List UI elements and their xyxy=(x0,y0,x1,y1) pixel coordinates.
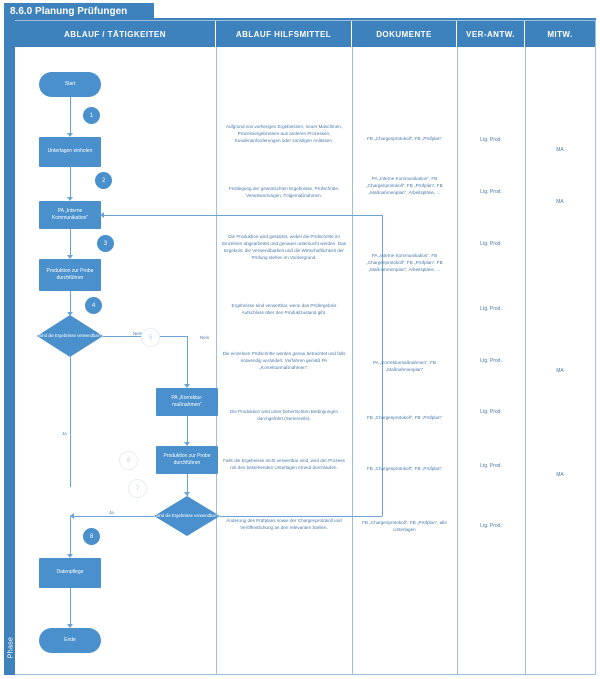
hilfsmittel-text-3: Die Produktion wird gestartet, wobei die… xyxy=(222,234,346,261)
step-badge-2: 2 xyxy=(95,172,112,189)
column-header-row: ABLAUF / TÄTIGKEITEN ABLAUF HILFSMITTEL … xyxy=(15,21,595,47)
flow-node-end[interactable]: Ende xyxy=(39,628,101,653)
edge-n3-to-n4 xyxy=(70,291,71,315)
verantw-text-5: Ltg. Prod. xyxy=(480,358,502,364)
edge-label-n7-yes: Ja xyxy=(109,510,114,515)
column-divider-2 xyxy=(352,47,353,674)
edge-loop-back xyxy=(102,215,382,216)
dokumente-text-3: PA „Interne Kommunikation“, FB „Chargenp… xyxy=(366,253,443,273)
edge-n8-to-end xyxy=(70,588,71,627)
verantw-text-4: Ltg. Prod. xyxy=(480,306,502,312)
column-header-verantw: VER-ANTW. xyxy=(457,21,525,47)
arrow-n3-to-n4 xyxy=(67,312,73,316)
hilfsmittel-text-2: Festlegung der gewünschten Ergebnisse, P… xyxy=(228,186,340,199)
dokumente-text-8: FB „Chargenprotokoll“, FB „Prüfplan“, al… xyxy=(362,520,447,533)
flow-node-decision-1[interactable]: Sind die Ergebnisse verwendbar? xyxy=(37,315,103,357)
dokumente-text-1: FB „Chargenprotokoll“, FB „Prüfplan“ xyxy=(366,136,443,141)
arrow-start-to-n1 xyxy=(67,133,73,137)
verantw-text-2: Ltg. Prod. xyxy=(480,189,502,195)
verantw-text-7: Ltg. Prod. xyxy=(480,463,502,469)
step-badge-8: 8 xyxy=(83,528,100,545)
page-title: 8.6.0 Planung Prüfungen xyxy=(4,3,154,19)
edge-n5-to-n6 xyxy=(187,416,188,444)
edge-n4-no-down xyxy=(187,336,188,386)
edge-n7-yes xyxy=(73,516,154,517)
column-divider-4 xyxy=(525,47,526,674)
diagram-body: Start 1 Unterlagen einholen 2 PA „Intern… xyxy=(15,47,595,674)
dokumente-text-7: FB „Chargenprotokoll“, FB „Prüfplan“ xyxy=(366,466,443,471)
column-header-hilfsmittel: ABLAUF HILFSMITTEL xyxy=(216,21,352,47)
hilfsmittel-text-4: Ergebnisse sind verwertbar, wenn das Prü… xyxy=(231,303,337,316)
flow-node-unterlagen-einholen[interactable]: Unterlagen einholen xyxy=(39,137,101,167)
edge-label-loop-no: Nein xyxy=(200,335,210,340)
arrow-n7-yes xyxy=(70,513,74,519)
decision-label-1: Sind die Ergebnisse verwendbar? xyxy=(38,333,102,339)
edge-n1-to-n2 xyxy=(70,167,71,199)
hilfsmittel-text-5: Die einzelnen Prüfschritte werden genau … xyxy=(222,351,346,371)
flow-node-produktion-probe-1[interactable]: Produktion zur Probe durchführen xyxy=(39,259,101,291)
mitw-text-5: MA xyxy=(556,368,564,374)
arrow-n6-to-n7 xyxy=(184,492,190,496)
step-badge-5: 5 xyxy=(141,328,160,347)
dokumente-text-6: FB „Chargenprotokoll“, FB „Prüfplan“ xyxy=(366,415,443,420)
phase-band: Phase xyxy=(4,20,15,675)
hilfsmittel-text-7: Falls die Ergebnisse nicht verwertbar si… xyxy=(223,458,345,471)
edge-to-n8 xyxy=(70,516,71,557)
step-badge-4: 4 xyxy=(85,297,102,314)
step-badge-7: 7 xyxy=(128,479,147,498)
arrow-n1-to-n2 xyxy=(67,197,73,201)
dokumente-text-5: PA „Korrekturmaß­nahmen“, FB „Maßnahmenp… xyxy=(373,360,436,373)
edge-n7-no-up xyxy=(382,215,383,516)
edge-start-to-n1 xyxy=(70,97,71,135)
mitw-text-2: MA xyxy=(556,199,564,205)
flow-node-pa-interne-kommunikation[interactable]: PA „Interne Kommunikation“ xyxy=(39,201,101,229)
edge-n4-yes xyxy=(70,357,71,487)
edge-n7-no xyxy=(220,516,382,517)
flow-node-decision-2[interactable]: Sind die Ergebnisse verwendbar? xyxy=(154,496,220,536)
edge-n6-to-n7 xyxy=(187,474,188,496)
column-divider-3 xyxy=(457,47,458,674)
arrow-n2-to-n3 xyxy=(67,255,73,259)
column-header-ablauf: ABLAUF / TÄTIGKEITEN xyxy=(15,21,216,47)
hilfsmittel-text-6: Die Produktion wird unter beherrschten B… xyxy=(229,409,339,422)
flow-node-pa-korrekturmassnahmen[interactable]: PA „Korrektur­maßnahmen“ xyxy=(156,388,218,416)
step-badge-6: 6 xyxy=(119,451,138,470)
verantw-text-6: Ltg. Prod. xyxy=(480,409,502,415)
verantw-text-8: Ltg. Prod. xyxy=(480,523,502,529)
verantw-text-1: Ltg. Prod. xyxy=(480,137,502,143)
edge-label-n4-no: Nein xyxy=(133,331,143,336)
flow-node-datenpflege[interactable]: Datenpflege xyxy=(39,558,101,588)
hilfsmittel-text-1: Aufgrund von vorherigen Ergebnissen, neu… xyxy=(225,124,343,144)
arrow-to-n8 xyxy=(67,554,73,558)
edge-label-n4-yes: Ja xyxy=(62,431,67,436)
arrow-n5-to-n6 xyxy=(184,442,190,446)
column-header-dokumente: DOKUMENTE xyxy=(352,21,457,47)
diagram-frame xyxy=(4,20,596,675)
arrow-loop-back xyxy=(100,212,104,218)
flow-node-produktion-probe-2[interactable]: Produktion zur Probe durchführen xyxy=(156,446,218,474)
edge-n2-to-n3 xyxy=(70,229,71,257)
dokumente-text-2: PA „Interne Kommunikation“, FB „Chargenp… xyxy=(366,176,443,196)
decision-label-2: Sind die Ergebnisse verwendbar? xyxy=(155,513,219,519)
step-badge-1: 1 xyxy=(83,107,100,124)
flow-node-start[interactable]: Start xyxy=(39,72,101,97)
column-divider-1 xyxy=(216,47,217,674)
arrow-n8-to-end xyxy=(67,624,73,628)
hilfsmittel-text-8: Änderung des Prüfplans sowie der Chargen… xyxy=(226,518,342,531)
title-divider xyxy=(4,18,596,20)
mitw-text-1: MA xyxy=(556,147,564,153)
column-header-mitw: MITW. xyxy=(547,29,573,39)
arrow-n4-no xyxy=(184,384,190,388)
verantw-text-3: Ltg. Prod. xyxy=(480,241,502,247)
step-badge-3: 3 xyxy=(97,235,114,252)
mitw-text-7: MA xyxy=(556,472,564,478)
